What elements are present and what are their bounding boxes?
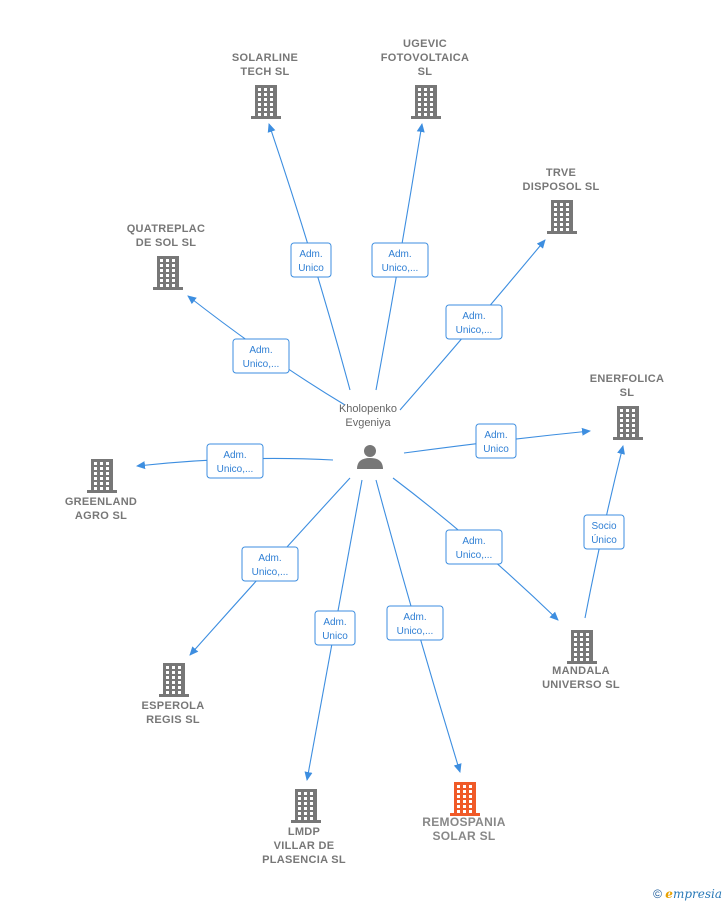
node-label: SOLARLINE bbox=[232, 52, 298, 64]
brand-logo: empresia bbox=[665, 887, 722, 901]
edge-label-text: Unico,... bbox=[456, 550, 493, 561]
person-label: Evgeniya bbox=[345, 417, 391, 429]
edge-label-text: Unico bbox=[298, 263, 324, 274]
edge-label-text: Unico bbox=[483, 444, 509, 455]
node-label: DISPOSOL SL bbox=[522, 181, 599, 193]
edge-label-text: Adm. bbox=[299, 249, 322, 260]
edge-label-text: Adm. bbox=[484, 430, 507, 441]
edge-label-esperola[interactable]: Adm. Unico,... bbox=[241, 546, 299, 582]
building-icon bbox=[450, 782, 480, 816]
edge-label-text: Adm. bbox=[223, 450, 246, 461]
edge-label-box bbox=[445, 304, 503, 340]
edge-label-box bbox=[206, 443, 264, 479]
node-label: GREENLAND bbox=[65, 496, 137, 508]
person-icon bbox=[357, 445, 383, 469]
edge-label-solarline[interactable]: Adm. Unico bbox=[290, 242, 332, 278]
node-lmdp[interactable]: LMDP VILLAR DE PLASENCIA SL bbox=[262, 789, 346, 866]
edge-label-box bbox=[475, 423, 517, 459]
edge-label-box bbox=[371, 242, 429, 278]
node-solarline[interactable]: SOLARLINE TECH SL bbox=[232, 52, 298, 119]
node-ugevic[interactable]: UGEVIC FOTOVOLTAICA SL bbox=[381, 38, 470, 119]
node-label: QUATREPLAC bbox=[127, 223, 206, 235]
nodes-layer: SOLARLINE TECH SL UGEVIC FOTOVOLTAICA SL TRVE… bbox=[65, 38, 664, 866]
edge-label-text: Único bbox=[591, 533, 617, 546]
node-label: UNIVERSO SL bbox=[542, 679, 620, 691]
node-label: VILLAR DE bbox=[274, 840, 335, 852]
building-icon bbox=[613, 406, 643, 440]
copyright-symbol: © bbox=[653, 887, 662, 901]
node-label: AGRO SL bbox=[75, 510, 127, 522]
person-label: Kholopenko bbox=[339, 403, 397, 415]
node-label: SL bbox=[620, 387, 635, 399]
edge-label-quatreplac[interactable]: Adm. Unico,... bbox=[232, 338, 290, 374]
edge-label-text: Unico,... bbox=[397, 626, 434, 637]
edge-label-box bbox=[386, 605, 444, 641]
node-label: FOTOVOLTAICA bbox=[381, 52, 470, 64]
node-label: DE SOL SL bbox=[136, 237, 197, 249]
edge-labels-layer: Adm.UnicoAdm.Unico,...Adm.Unico,...Adm.U… bbox=[206, 242, 625, 646]
node-quatreplac[interactable]: QUATREPLAC DE SOL SL bbox=[127, 223, 206, 290]
edge-label-text: Unico,... bbox=[382, 263, 419, 274]
node-label: PLASENCIA SL bbox=[262, 854, 346, 866]
edge-label-box bbox=[232, 338, 290, 374]
node-label: SL bbox=[418, 66, 433, 78]
edge-label-text: Unico bbox=[322, 631, 348, 642]
edge-label-text: Unico,... bbox=[243, 359, 280, 370]
edge-label-text: Adm. bbox=[462, 536, 485, 547]
edge-label-text: Adm. bbox=[388, 249, 411, 260]
node-label: MANDALA bbox=[552, 665, 610, 677]
edge-label-text: Socio bbox=[591, 521, 616, 532]
building-icon bbox=[251, 85, 281, 119]
edge-label-ugevic[interactable]: Adm. Unico,... bbox=[371, 242, 429, 278]
building-icon bbox=[87, 459, 117, 493]
edge-label-box bbox=[583, 514, 625, 550]
edge-label-enerfolica[interactable]: Adm. Unico bbox=[475, 423, 517, 459]
node-label: TRVE bbox=[546, 167, 576, 179]
node-label: LMDP bbox=[288, 826, 320, 838]
node-label: REMOSPANIA bbox=[422, 815, 505, 829]
edge-label-box bbox=[290, 242, 332, 278]
building-icon bbox=[153, 256, 183, 290]
edge-label-remospania[interactable]: Adm. Unico,... bbox=[386, 605, 444, 641]
edge-label-trve[interactable]: Adm. Unico,... bbox=[445, 304, 503, 340]
node-label: TECH SL bbox=[240, 66, 289, 78]
edge-label-box bbox=[241, 546, 299, 582]
edge-label-text: Adm. bbox=[323, 617, 346, 628]
building-icon bbox=[411, 85, 441, 119]
building-icon bbox=[159, 663, 189, 697]
edge-label-mandala[interactable]: Adm. Unico,... bbox=[445, 529, 503, 565]
building-icon bbox=[291, 789, 321, 823]
edge-label-text: Unico,... bbox=[456, 325, 493, 336]
building-icon bbox=[547, 200, 577, 234]
node-esperola[interactable]: ESPEROLA REGIS SL bbox=[142, 663, 205, 726]
building-icon bbox=[567, 630, 597, 664]
node-greenland[interactable]: GREENLAND AGRO SL bbox=[65, 459, 137, 522]
node-label: SOLAR SL bbox=[432, 829, 495, 843]
node-label: UGEVIC bbox=[403, 38, 447, 50]
edge-label-lmdp[interactable]: Adm. Unico bbox=[314, 610, 356, 646]
node-enerfolica[interactable]: ENERFOLICA SL bbox=[590, 373, 665, 440]
node-label: ENERFOLICA bbox=[590, 373, 665, 385]
edge-label-text: Adm. bbox=[462, 311, 485, 322]
node-mandala[interactable]: MANDALA UNIVERSO SL bbox=[542, 630, 620, 691]
node-label: REGIS SL bbox=[146, 714, 200, 726]
copyright-footer[interactable]: © empresia bbox=[653, 887, 722, 901]
edge-label-text: Adm. bbox=[258, 553, 281, 564]
edge-label-greenland[interactable]: Adm. Unico,... bbox=[206, 443, 264, 479]
edge-label-text: Adm. bbox=[249, 345, 272, 356]
edge-label-box bbox=[445, 529, 503, 565]
edge-label-box bbox=[314, 610, 356, 646]
edge-label-text: Unico,... bbox=[252, 567, 289, 578]
edge-label-text: Unico,... bbox=[217, 464, 254, 475]
node-trve[interactable]: TRVE DISPOSOL SL bbox=[522, 167, 599, 234]
edge-label-text: Adm. bbox=[403, 612, 426, 623]
node-label: ESPEROLA bbox=[142, 700, 205, 712]
